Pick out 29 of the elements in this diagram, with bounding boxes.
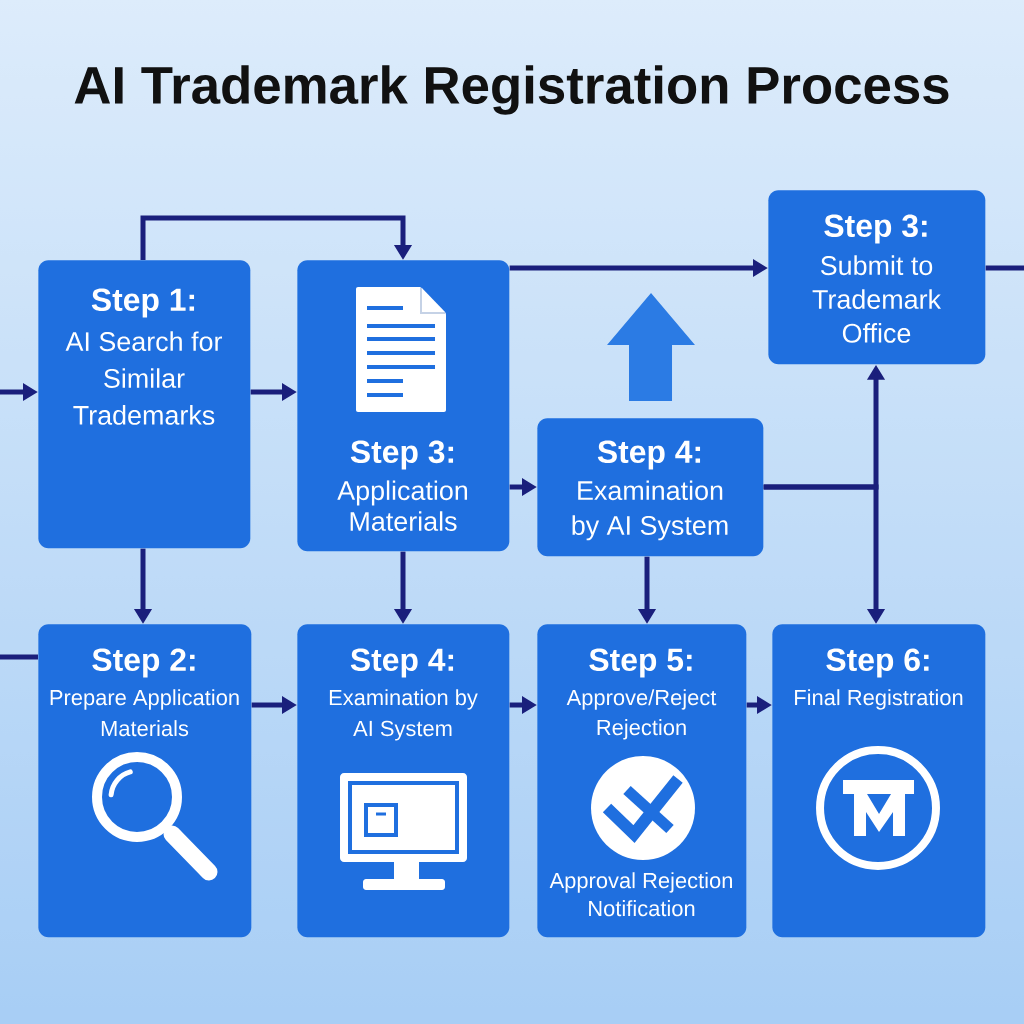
step-heading: Step 4: xyxy=(597,440,701,470)
process-box xyxy=(38,624,252,938)
step-heading: Step 3: xyxy=(824,214,927,244)
step-description: Approve/Reject Rejection xyxy=(566,689,717,740)
step-description: Approval Rejection Notification xyxy=(549,872,732,917)
step-description: Application Materials xyxy=(337,480,467,531)
connector-line xyxy=(0,654,38,660)
process-box xyxy=(772,624,986,938)
step-description: Submit to Trademark Office xyxy=(812,255,942,343)
step-heading: Step 5: xyxy=(589,648,692,678)
step-heading: Step 1: xyxy=(91,288,195,318)
process-box xyxy=(537,624,747,938)
step-description: AI Search for Similar Trademarks xyxy=(65,331,222,425)
step-description: Examination by AI System xyxy=(329,689,478,741)
step-description: Final Registration xyxy=(795,689,963,710)
title: AI Trademark Registration Process xyxy=(74,65,949,115)
process-box xyxy=(537,418,764,557)
step-heading: Step 3: xyxy=(350,440,454,470)
arrow xyxy=(140,215,413,260)
process-box xyxy=(297,260,510,552)
step-description: Prepare Application Materials xyxy=(50,689,239,737)
step-heading: Step 2: xyxy=(92,648,195,678)
step-heading: Step 6: xyxy=(826,648,929,678)
process-box xyxy=(297,624,510,938)
step-description: Examination by AI System xyxy=(572,480,728,541)
step-heading: Step 4: xyxy=(350,648,454,678)
process-box xyxy=(768,190,986,365)
process-box xyxy=(38,260,251,549)
connector-line xyxy=(985,265,1024,271)
